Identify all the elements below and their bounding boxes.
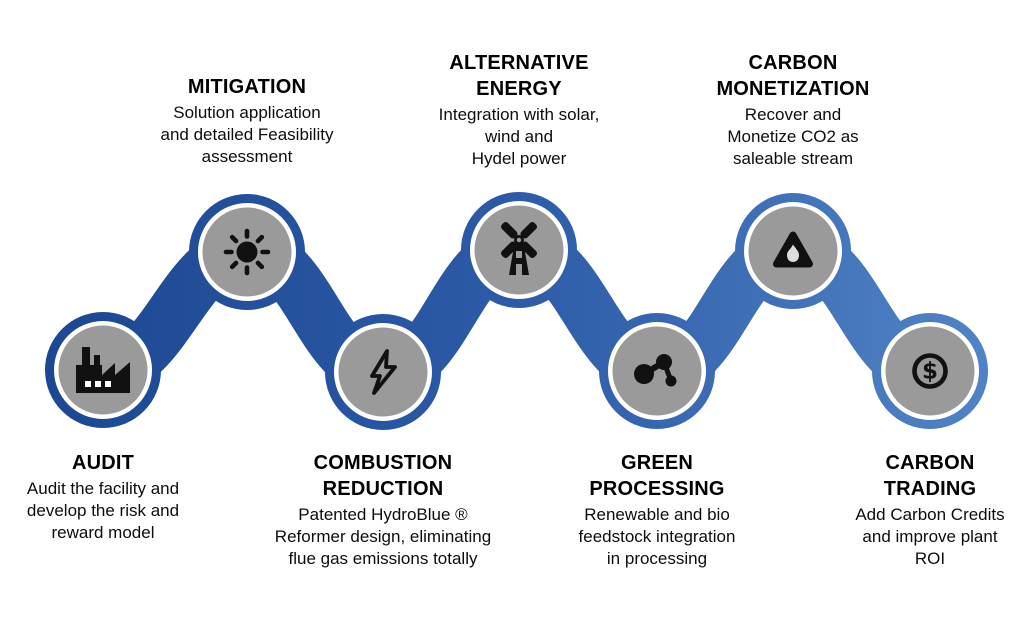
text-line: CARBON: [748, 52, 838, 74]
text-line: Integration with solar,: [438, 105, 600, 124]
step-title: MITIGATION: [112, 74, 382, 100]
step-label-audit: AUDIT Audit the facility and develop the r…: [0, 450, 238, 544]
text-line: MITIGATION: [187, 76, 307, 98]
step-node-audit: [45, 312, 161, 428]
text-line: Recover and: [744, 105, 842, 124]
step-title: CARBON TRADING: [795, 450, 1024, 502]
text-line: Renewable and bio: [584, 505, 730, 524]
step-node-carbon-trading: [872, 313, 988, 429]
text-line: Reformer design, eliminating: [274, 527, 492, 546]
text-line: REDUCTION: [322, 478, 444, 500]
text-line: and improve plant: [862, 527, 998, 546]
text-line: CARBON: [885, 452, 975, 474]
text-line: Solution application: [173, 103, 321, 122]
text-line: and detailed Feasibility: [160, 125, 334, 144]
node-inner-gray: [58, 325, 148, 415]
node-inner-gray: [338, 327, 428, 417]
step-title: ALTERNATIVE ENERGY: [384, 50, 654, 102]
step-label-alternative-energy: ALTERNATIVE ENERGY Integration with solar,…: [384, 50, 654, 170]
step-label-mitigation: MITIGATION Solution application and detail…: [112, 74, 382, 168]
step-title: COMBUSTION REDUCTION: [248, 450, 518, 502]
step-title: GREEN PROCESSING: [522, 450, 792, 502]
text-line: ALTERNATIVE: [449, 52, 589, 74]
text-line: flue gas emissions totally: [288, 549, 478, 568]
text-line: reward model: [51, 523, 155, 542]
step-label-green-processing: GREEN PROCESSING Renewable and bio feedstoc…: [522, 450, 792, 570]
text-line: PROCESSING: [589, 478, 725, 500]
step-description: Solution application and detailed Feasibi…: [112, 102, 382, 168]
step-description: Audit the facility and develop the risk a…: [0, 478, 238, 544]
step-node-mitigation: [189, 194, 305, 310]
text-line: GREEN: [620, 452, 694, 474]
text-line: AUDIT: [71, 452, 135, 474]
text-line: wind and: [484, 127, 554, 146]
text-line: ENERGY: [476, 78, 562, 100]
text-line: Hydel power: [471, 149, 567, 168]
text-line: COMBUSTION: [313, 452, 453, 474]
step-title: CARBON MONETIZATION: [658, 50, 928, 102]
step-description: Renewable and bio feedstock integration in…: [522, 504, 792, 570]
step-label-combustion-reduction: COMBUSTION REDUCTION Patented HydroBlue ® R…: [248, 450, 518, 570]
text-line: assessment: [201, 147, 293, 166]
text-line: ROI: [914, 549, 946, 568]
step-node-alternative-energy: [461, 192, 577, 308]
text-line: Audit the facility and: [26, 479, 180, 498]
step-node-carbon-monetization: [735, 193, 851, 309]
text-line: Patented HydroBlue ®: [298, 505, 468, 524]
text-line: TRADING: [883, 478, 977, 500]
text-line: develop the risk and: [26, 501, 180, 520]
text-line: saleable stream: [732, 149, 853, 168]
text-line: in processing: [606, 549, 708, 568]
step-label-carbon-trading: CARBON TRADING Add Carbon Credits and impro…: [795, 450, 1024, 570]
node-inner-gray: [612, 326, 702, 416]
step-node-combustion-reduction: [325, 314, 441, 430]
step-title: AUDIT: [0, 450, 238, 476]
step-description: Patented HydroBlue ® Reformer design, eli…: [248, 504, 518, 570]
sun-icon: [226, 231, 268, 273]
text-line: Monetize CO2 as: [727, 127, 859, 146]
text-line: Add Carbon Credits: [855, 505, 1005, 524]
step-node-green-processing: [599, 313, 715, 429]
text-line: feedstock integration: [578, 527, 736, 546]
text-line: MONETIZATION: [716, 78, 870, 100]
